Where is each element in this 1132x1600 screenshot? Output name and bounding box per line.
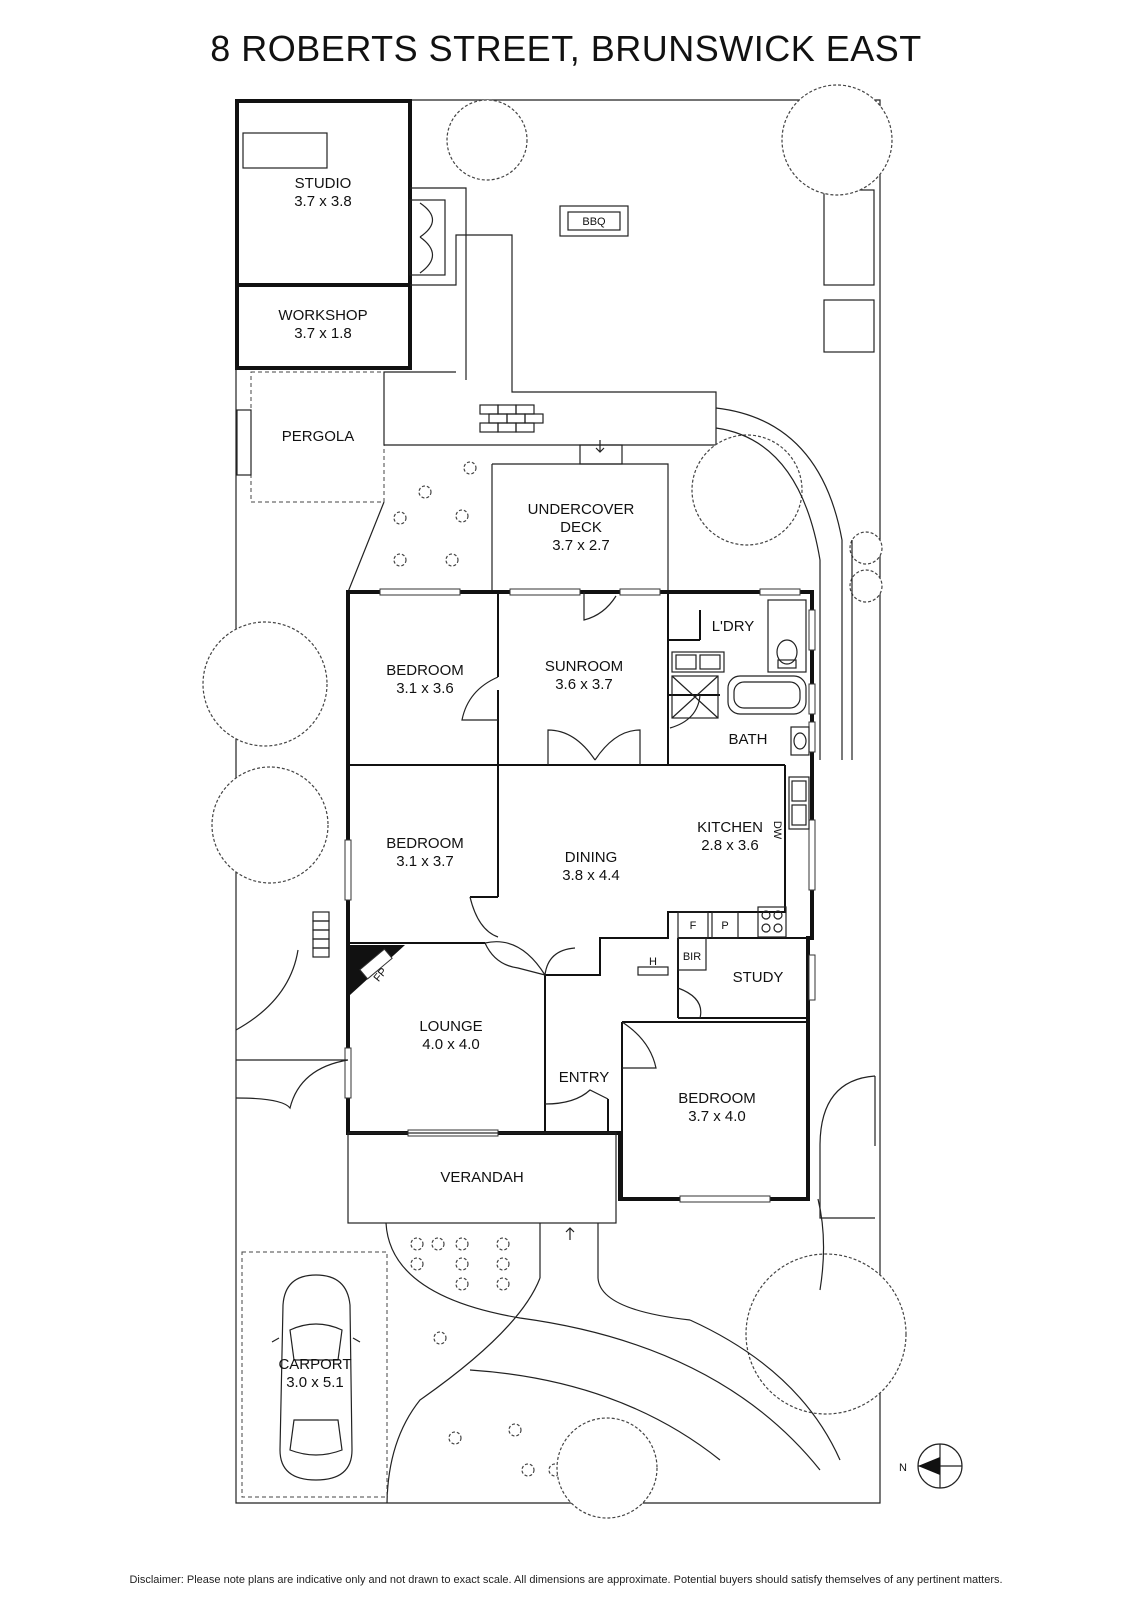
pergola-post — [236, 409, 252, 476]
carport-dims: 3.0 x 5.1 — [286, 1374, 344, 1391]
bedroom-front-label: BEDROOM — [678, 1090, 756, 1107]
pergola-label: PERGOLA — [282, 428, 355, 445]
bath-label: BATH — [729, 731, 768, 748]
carport-outline — [241, 1251, 388, 1498]
bedroom-mid-label: BEDROOM — [386, 835, 464, 852]
deck-step — [579, 444, 623, 465]
compass-icon — [917, 1443, 963, 1489]
dining-dims: 3.8 x 4.4 — [562, 867, 620, 884]
pantry-label: P — [721, 920, 728, 932]
studio-bench — [242, 132, 328, 169]
bedroom-rear-dims: 3.1 x 3.6 — [396, 680, 454, 697]
dishwasher-label: DW — [771, 821, 783, 840]
carport-label: CARPORT — [278, 1356, 351, 1373]
bbq-label: BBQ — [582, 216, 606, 228]
car-icon — [271, 1274, 361, 1481]
studio-door-frame — [409, 199, 446, 276]
disclaimer: Disclaimer: Please note plans are indica… — [129, 1574, 1003, 1586]
garden-bed — [823, 189, 875, 286]
front-garden-path — [385, 1222, 841, 1504]
pavers — [312, 911, 330, 958]
side-gate — [819, 1075, 876, 1219]
deck-dims: 3.7 x 2.7 — [552, 537, 610, 554]
kitchen-fixtures — [637, 776, 810, 976]
kitchen-label: KITCHEN — [697, 819, 763, 836]
trees — [202, 84, 907, 1519]
pavers — [479, 404, 544, 433]
rear-yard-edge — [383, 371, 716, 446]
workshop-label: WORKSHOP — [278, 307, 367, 324]
lounge-dims: 4.0 x 4.0 — [422, 1036, 480, 1053]
deck-label-2: DECK — [560, 519, 602, 536]
studio-label: STUDIO — [295, 175, 352, 192]
front-steps — [539, 1223, 599, 1278]
bedroom-rear-label: BEDROOM — [386, 662, 464, 679]
verandah-outline — [347, 1132, 617, 1224]
deck-garden-edge — [347, 463, 669, 593]
garden-bed — [823, 299, 875, 353]
sunroom-label: SUNROOM — [545, 658, 623, 675]
fridge-label: F — [690, 920, 697, 932]
bbq-unit — [559, 205, 629, 237]
property-boundary — [235, 99, 881, 1504]
side-path — [410, 187, 717, 445]
bir-label: BIR — [683, 951, 701, 963]
sunroom-dims: 3.6 x 3.7 — [555, 676, 613, 693]
workshop-outline — [235, 283, 412, 370]
shrubs — [393, 461, 612, 1477]
verandah-label: VERANDAH — [440, 1169, 523, 1186]
study-label: STUDY — [733, 969, 784, 986]
workshop-dims: 3.7 x 1.8 — [294, 325, 352, 342]
compass-north-label: N — [899, 1462, 907, 1474]
kitchen-dims: 2.8 x 3.6 — [701, 837, 759, 854]
entry-label: ENTRY — [559, 1069, 610, 1086]
deck-label: UNDERCOVER — [528, 501, 635, 518]
curved-path — [715, 407, 853, 760]
door-swings — [461, 592, 702, 1105]
laundry-label: L'DRY — [712, 618, 755, 635]
bedroom-mid-dims: 3.1 x 3.7 — [396, 853, 454, 870]
dining-label: DINING — [565, 849, 618, 866]
bedroom-front-dims: 3.7 x 4.0 — [688, 1108, 746, 1125]
heater-label: H — [649, 956, 657, 968]
left-path — [235, 949, 349, 1110]
page-title: 8 ROBERTS STREET, BRUNSWICK EAST — [210, 28, 922, 69]
studio-dims: 3.7 x 3.8 — [294, 193, 352, 210]
laundry-fixtures — [671, 599, 810, 756]
studio-door-swing — [419, 202, 434, 274]
lounge-label: LOUNGE — [419, 1018, 482, 1035]
interior-walls — [348, 592, 808, 1199]
